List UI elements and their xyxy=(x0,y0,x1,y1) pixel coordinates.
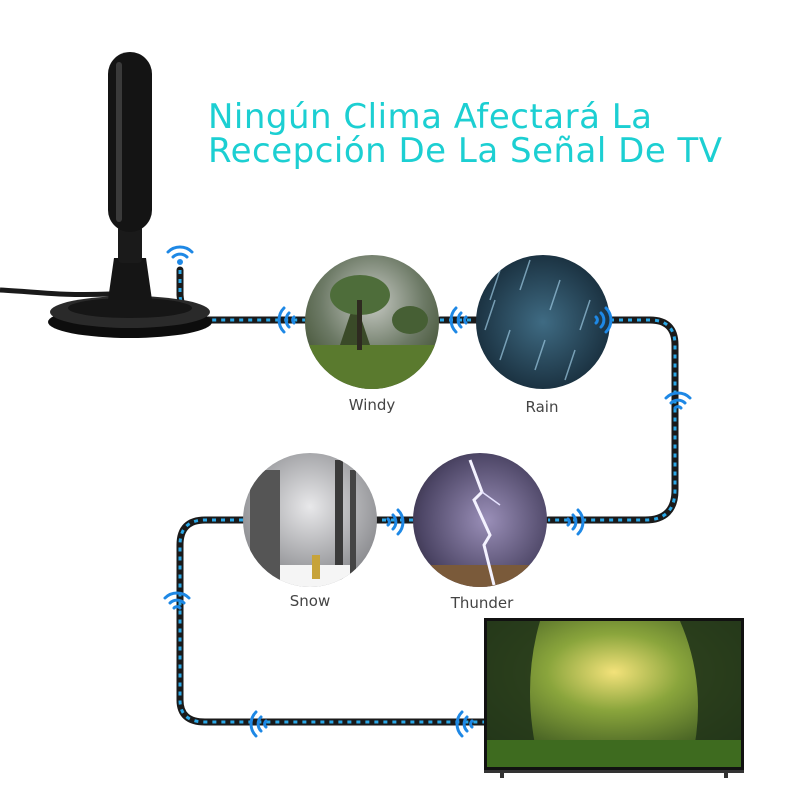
snow-scene-image xyxy=(243,453,377,587)
signal-icon xyxy=(455,710,474,738)
caption-snow: Snow xyxy=(289,592,331,610)
signal-icons xyxy=(163,245,692,738)
signal-icon xyxy=(163,591,191,610)
rain-scene-image xyxy=(476,255,610,389)
signal-icon xyxy=(277,306,296,334)
headline: Ningún Clima Afectará La Recepción De La… xyxy=(208,100,723,168)
caption-windy: Windy xyxy=(348,396,396,414)
signal-icon xyxy=(594,306,613,334)
signal-icon xyxy=(166,245,194,265)
headline-line-2: Recepción De La Señal De TV xyxy=(208,131,723,171)
signal-icon xyxy=(449,306,468,334)
tv-antenna xyxy=(48,52,212,338)
signal-icon xyxy=(664,391,692,410)
signal-icon xyxy=(566,508,585,536)
television xyxy=(484,618,744,778)
signal-icon xyxy=(249,710,268,738)
signal-icon xyxy=(386,508,405,536)
windy-scene-image xyxy=(305,255,439,389)
thunder-scene-image xyxy=(413,453,547,587)
headline-line-1: Ningún Clima Afectará La xyxy=(208,97,653,137)
caption-thunder: Thunder xyxy=(450,594,514,612)
caption-rain: Rain xyxy=(525,398,559,416)
